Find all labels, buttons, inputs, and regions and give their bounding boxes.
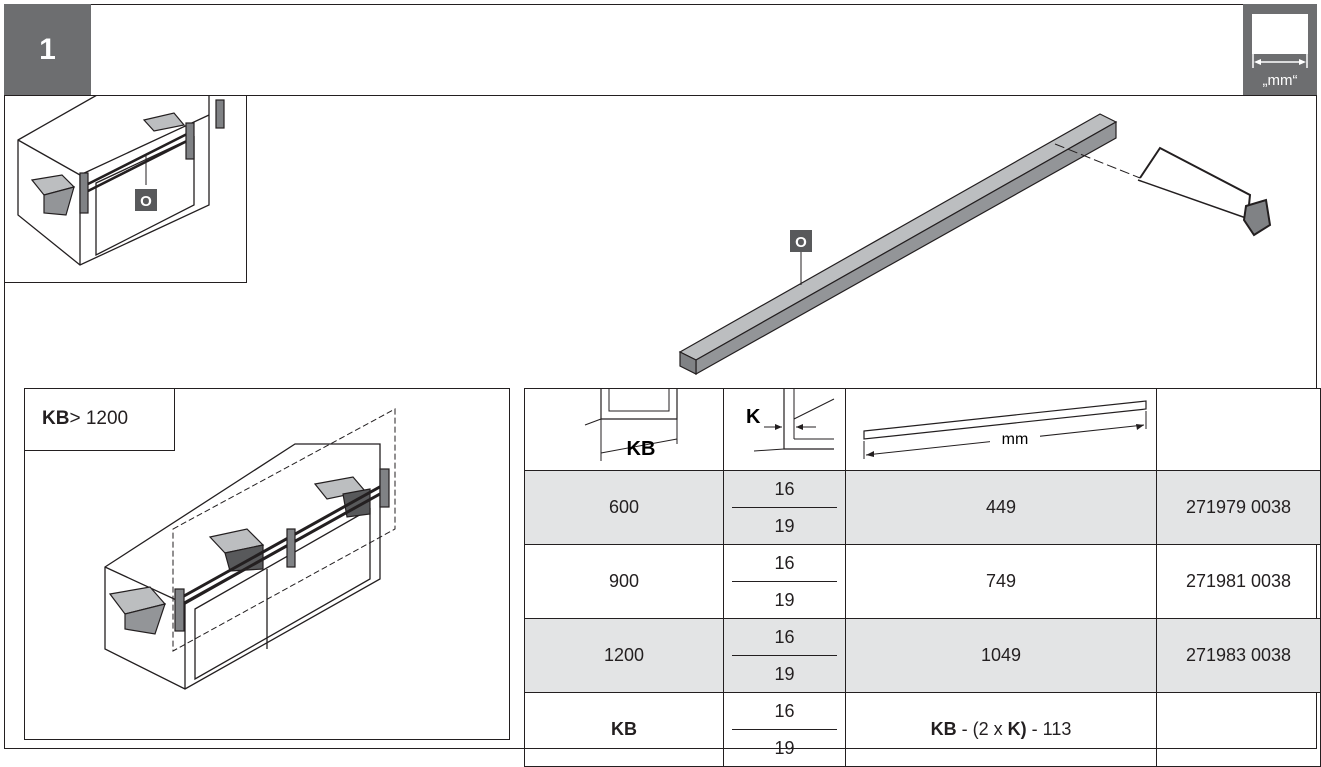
kb-formula-symbol: KB	[524, 692, 724, 767]
unit-icon-window	[1252, 14, 1308, 54]
table-row: 1200 16 19 1049 271983 0038	[524, 618, 1321, 693]
part-o-badge	[790, 230, 812, 252]
unit-arrow-icon	[1252, 54, 1308, 68]
cut-length-formula: KB - (2 x K) - 113	[845, 692, 1157, 767]
header-k-label: K	[746, 406, 761, 428]
k-value-16: 16	[732, 545, 837, 582]
step-number: 1	[4, 4, 91, 95]
header-k-cell: K	[723, 388, 846, 471]
cabinet-thumbnail-drawing: O	[17, 95, 225, 266]
k-value-19: 19	[774, 738, 795, 758]
header-mm-label: mm	[1002, 431, 1029, 448]
cut-length-value: 449	[845, 470, 1157, 545]
header-kb-label: KB	[627, 438, 656, 460]
formula-row: KB 16 19 KB - (2 x K) - 113	[524, 692, 1321, 767]
table-row: 600 16 19 449 271979 0038	[524, 470, 1321, 545]
cut-length-value: 749	[845, 544, 1157, 619]
k-values: 16 19	[723, 618, 846, 693]
kb-condition-label: KB > 1200	[24, 388, 175, 451]
unit-label: „mm“	[1262, 72, 1298, 89]
part-o-thumb-label: O	[140, 193, 152, 210]
table-header-row: KB K	[524, 388, 1321, 471]
k-value-16: 16	[732, 471, 837, 508]
panel-thickness-icon: K	[746, 389, 835, 452]
formula-k: K)	[1007, 719, 1027, 739]
formula-kb: KB	[930, 719, 957, 739]
formula-end: - 113	[1026, 719, 1072, 739]
part-o-label: O	[795, 234, 807, 251]
k-value-19: 19	[774, 516, 795, 536]
k-values: 16 19	[723, 544, 846, 619]
formula-mid: - (2 x	[956, 719, 1008, 739]
header-article-cell	[1156, 388, 1321, 471]
cut-length-table: KB K	[524, 388, 1321, 767]
k-value-16: 16	[732, 693, 837, 730]
header-kb-cell: KB	[524, 388, 724, 471]
profile-length-icon: mm	[863, 400, 1147, 459]
wide-cabinet-drawing	[104, 408, 396, 690]
header-divider	[4, 95, 1317, 96]
header-mm-cell: mm	[845, 388, 1157, 471]
cabinet-width-icon: KB	[584, 389, 678, 461]
kb-value: 1200	[524, 618, 724, 693]
k-value-19: 19	[774, 664, 795, 684]
overview-thumbnail: O	[4, 95, 247, 283]
article-number: 271981 0038	[1156, 544, 1321, 619]
kb-symbol: KB	[42, 408, 70, 429]
k-values: 16 19	[723, 470, 846, 545]
wide-cabinet-panel	[24, 388, 510, 740]
article-number: 271983 0038	[1156, 618, 1321, 693]
part-o-thumb-badge	[135, 189, 157, 211]
kb-value: 600	[524, 470, 724, 545]
article-number	[1156, 692, 1321, 767]
k-values: 16 19	[723, 692, 846, 767]
article-number: 271979 0038	[1156, 470, 1321, 545]
kb-value: 900	[524, 544, 724, 619]
cut-length-value: 1049	[845, 618, 1157, 693]
kb-condition-text: > 1200	[69, 408, 129, 429]
profile-bar-drawing: O	[678, 113, 1272, 376]
k-value-19: 19	[774, 590, 795, 610]
k-value-16: 16	[732, 619, 837, 656]
hacksaw-icon	[1137, 146, 1272, 237]
table-row: 900 16 19 749 271981 0038	[524, 544, 1321, 619]
